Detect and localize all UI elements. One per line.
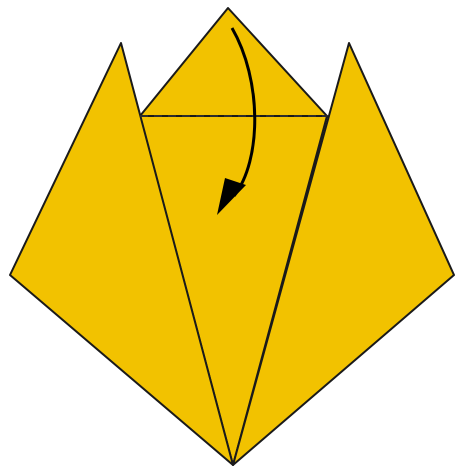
top-flap	[140, 8, 327, 116]
